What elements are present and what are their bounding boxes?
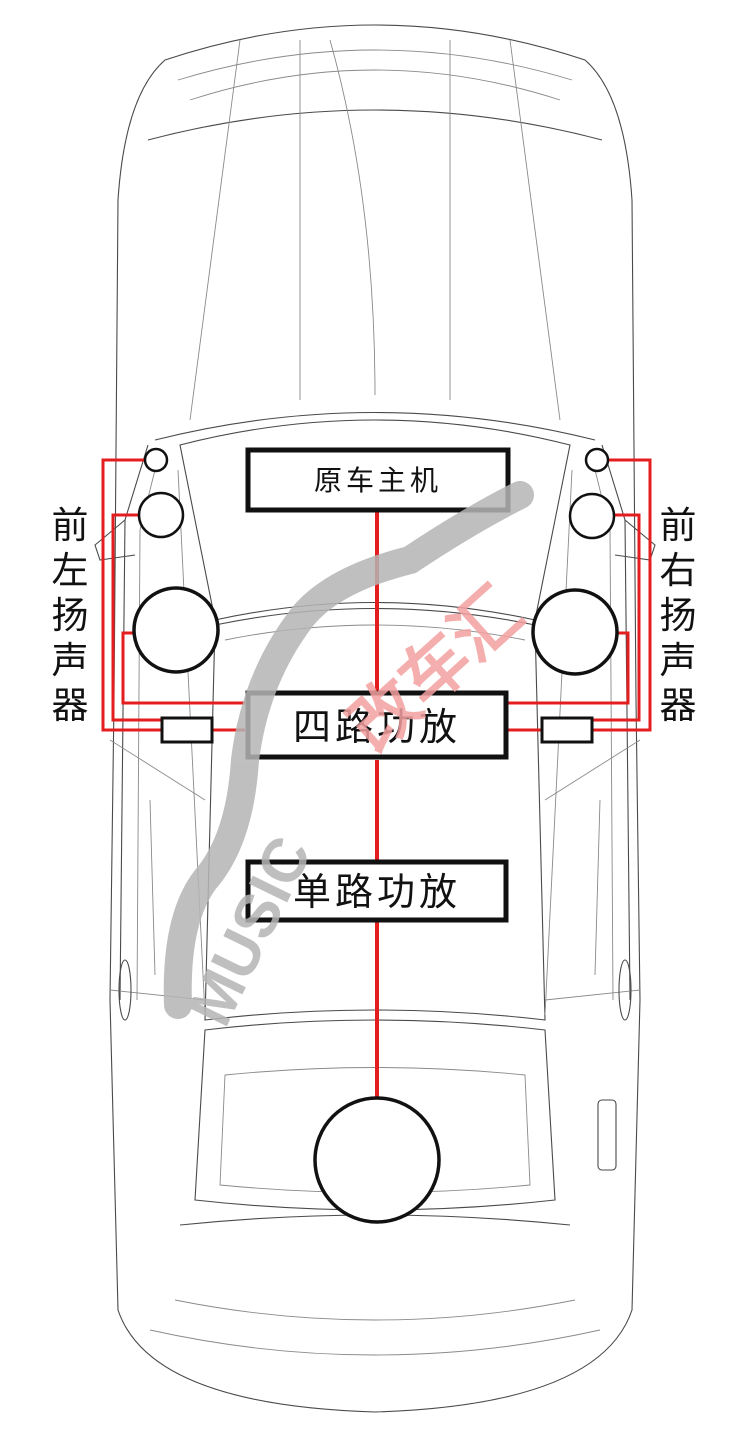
watermark-logo: MUSIC 改车汇 (163, 481, 538, 1036)
wire-right-woofer (507, 631, 630, 705)
mono-amp-label: 单路功放 (293, 870, 461, 914)
side-label-char: 声 (52, 639, 89, 682)
wire-right-tweeter-inner (592, 513, 641, 722)
side-label-char: 器 (660, 684, 697, 727)
left-tweeter (137, 491, 185, 539)
right-crossover (540, 716, 594, 744)
side-label-char: 扬 (52, 594, 89, 637)
front-right-speaker-label: 前右扬声器 (660, 504, 697, 727)
left-mid-tweeter (143, 447, 169, 473)
side-label-char: 右 (660, 549, 697, 592)
front-left-speaker-label: 前左扬声器 (52, 504, 89, 727)
wire-left-tweeter-outer (101, 458, 162, 732)
side-label-char: 声 (660, 639, 697, 682)
wire-left-tweeter-inner (111, 513, 162, 722)
four-channel-amp-label: 四路功放 (293, 705, 461, 749)
side-label-char: 前 (52, 504, 89, 547)
four-channel-amp-box: 四路功放 (245, 690, 509, 760)
watermark-text-latin: MUSIC (176, 826, 326, 1036)
subwoofer (313, 1096, 441, 1224)
side-label-char: 扬 (660, 594, 697, 637)
right-mid-tweeter (584, 447, 610, 473)
mono-amp-box: 单路功放 (245, 859, 509, 923)
speakers (132, 447, 619, 1224)
head-unit-box: 原车主机 (245, 447, 511, 513)
side-label-char: 左 (52, 549, 89, 592)
right-woofer (531, 588, 619, 676)
head-unit-label: 原车主机 (314, 464, 442, 497)
right-tweeter (568, 492, 616, 540)
wiring (101, 458, 652, 1100)
left-crossover (160, 716, 214, 744)
side-label-char: 前 (660, 504, 697, 547)
left-woofer (132, 586, 220, 674)
wire-right-tweeter-outer (592, 458, 652, 732)
side-label-char: 器 (52, 684, 89, 727)
wire-left-woofer (121, 631, 245, 705)
